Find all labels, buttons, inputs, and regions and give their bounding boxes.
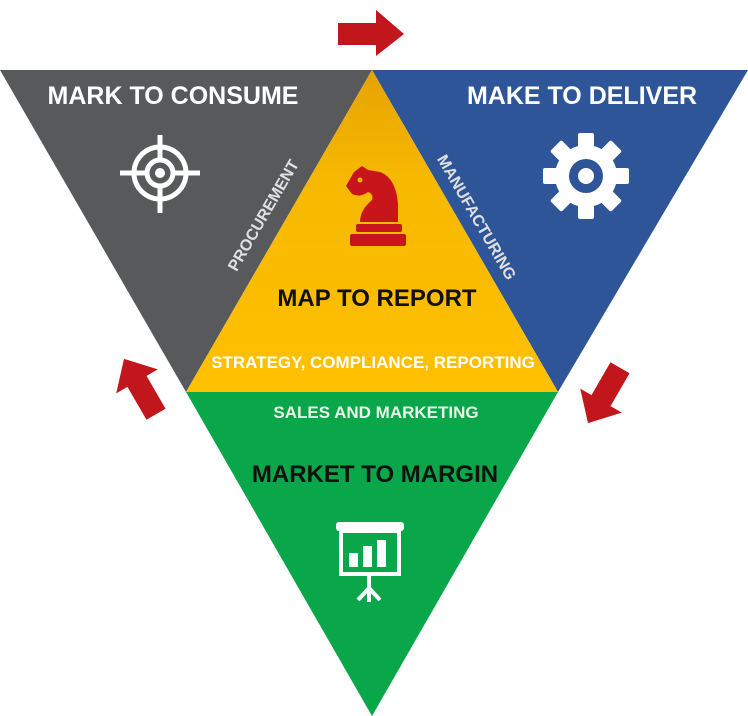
map-to-report-subtitle: STRATEGY, COMPLIANCE, REPORTING	[211, 353, 535, 372]
left-up-arrow	[116, 358, 166, 420]
right-down-arrow	[580, 362, 630, 424]
map-to-report-title: MAP TO REPORT	[277, 285, 476, 312]
sales-marketing-edge-label: SALES AND MARKETING	[273, 403, 478, 422]
make-to-deliver-title: MAKE TO DELIVER	[467, 82, 697, 110]
target-icon	[120, 135, 200, 213]
gear-icon	[543, 133, 629, 219]
chess-knight-icon	[346, 166, 406, 246]
segment-mark-to-consume	[0, 70, 372, 392]
market-to-margin-title: MARKET TO MARGIN	[252, 461, 498, 488]
top-right-arrow	[338, 10, 404, 56]
mark-to-consume-title: MARK TO CONSUME	[48, 82, 299, 110]
presentation-chart-icon	[336, 522, 404, 602]
segment-make-to-deliver	[372, 70, 748, 392]
